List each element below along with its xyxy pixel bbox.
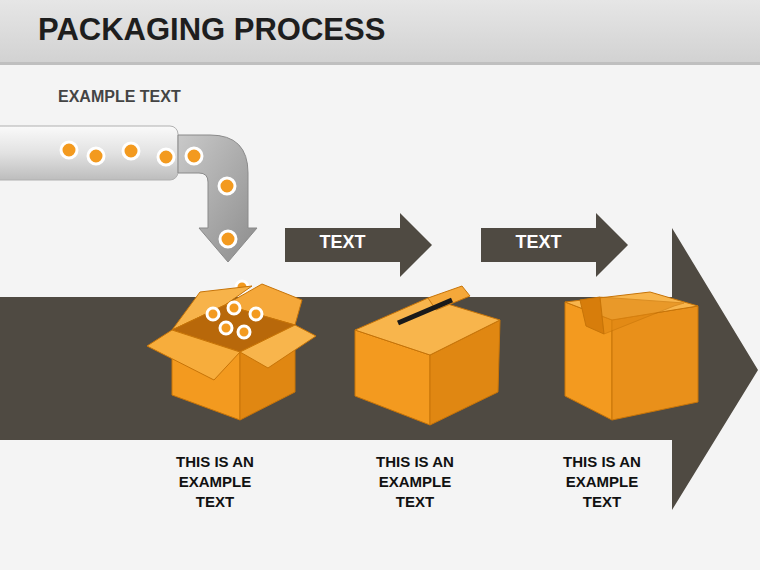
open-box xyxy=(147,284,316,420)
process-step: THIS IS AN EXAMPLE TEXT xyxy=(155,285,275,512)
product-dots xyxy=(61,142,248,293)
step-arrow: TEXT xyxy=(285,213,432,277)
arrow-fill xyxy=(285,213,432,277)
step-arrow: TEXT xyxy=(481,213,628,277)
step-caption: THIS IS AN EXAMPLE TEXT xyxy=(165,452,265,512)
conveyor-bar xyxy=(0,126,178,180)
step-caption: THIS IS AN EXAMPLE TEXT xyxy=(365,452,465,512)
header-bar xyxy=(0,0,760,62)
process-step: THIS IS AN EXAMPLE TEXT xyxy=(355,285,475,512)
step-caption: THIS IS AN EXAMPLE TEXT xyxy=(552,452,652,512)
header-shadow xyxy=(0,62,760,65)
conveyor-chute xyxy=(178,135,257,262)
arrow-label: TEXT xyxy=(285,225,400,259)
arrow-label: TEXT xyxy=(481,225,596,259)
process-step: THIS IS AN EXAMPLE TEXT xyxy=(542,285,662,512)
box-contents xyxy=(207,302,262,338)
arrow-fill xyxy=(481,213,628,277)
conveyor-label: EXAMPLE TEXT xyxy=(58,88,181,106)
sealed-box xyxy=(565,292,698,420)
page-title: PACKAGING PROCESS xyxy=(38,12,385,48)
closing-box xyxy=(355,286,500,425)
